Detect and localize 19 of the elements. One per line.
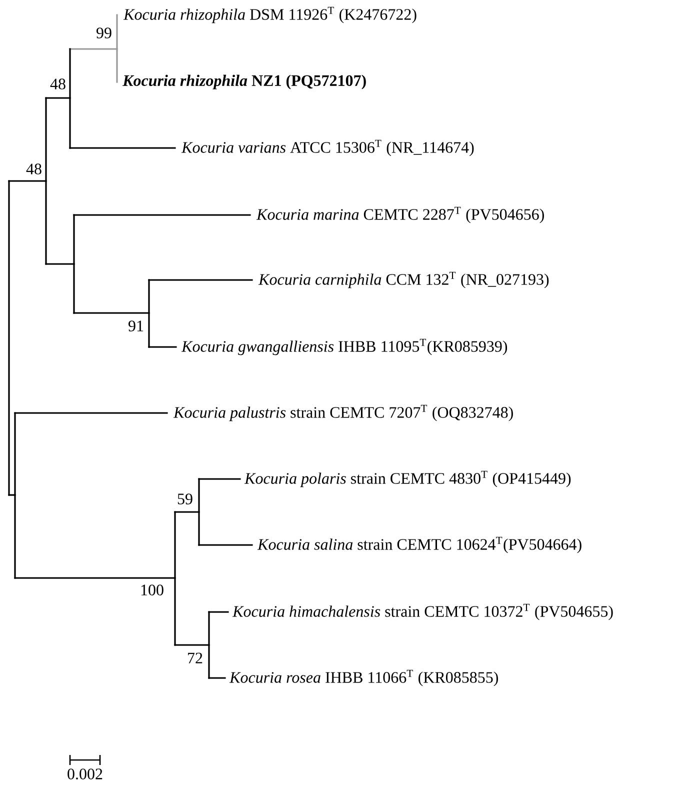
taxon-label: Kocuria marina CEMTC 2287$^{T}$ (PV504656) xyxy=(256,206,544,224)
bootstrap-value: 99 xyxy=(96,28,112,38)
taxon-label: Kocuria rhizophila DSM 11926$^{T}$ (K2476722) xyxy=(123,6,416,24)
bootstrap-value: 48 xyxy=(26,164,42,174)
bootstrap-value: 59 xyxy=(178,494,192,504)
scale-label: 0.002 xyxy=(68,768,102,780)
bootstrap-value: 100 xyxy=(141,584,164,596)
taxon-label: Kocuria palustris strain CEMTC 7207$^{T}$ (OQ832748) xyxy=(173,404,513,422)
taxon-label: Kocuria varians ATCC 15306$^{T}$ (NR_114674) xyxy=(181,140,474,156)
bootstrap-value: 48 xyxy=(50,78,66,90)
taxon-label: Kocuria salina strain CEMTC 10624$^{T}$(PV504664) xyxy=(257,536,582,554)
bootstrap-value: 91 xyxy=(128,320,144,332)
taxon-label: Kocuria rhizophila NZ1 (PQ572107) xyxy=(122,74,366,90)
taxon-label: Kocuria himachalensis strain CEMTC 10372$^{T}$ (PV504655) xyxy=(232,604,613,620)
taxon-label: Kocuria carniphila CCM 132$^{T}$ (NR_027193) xyxy=(258,272,549,288)
taxon-label: Kocuria polaris strain CEMTC 4830$^{T}$ (OP415449) xyxy=(244,470,571,488)
taxon-label: Kocuria gwangalliensis IHBB 11095$^{T}$(KR085939) xyxy=(181,338,508,356)
bootstrap-value: 72 xyxy=(188,652,202,664)
taxon-label: Kocuria rosea IHBB 11066$^{T}$ (KR085855) xyxy=(229,670,498,686)
